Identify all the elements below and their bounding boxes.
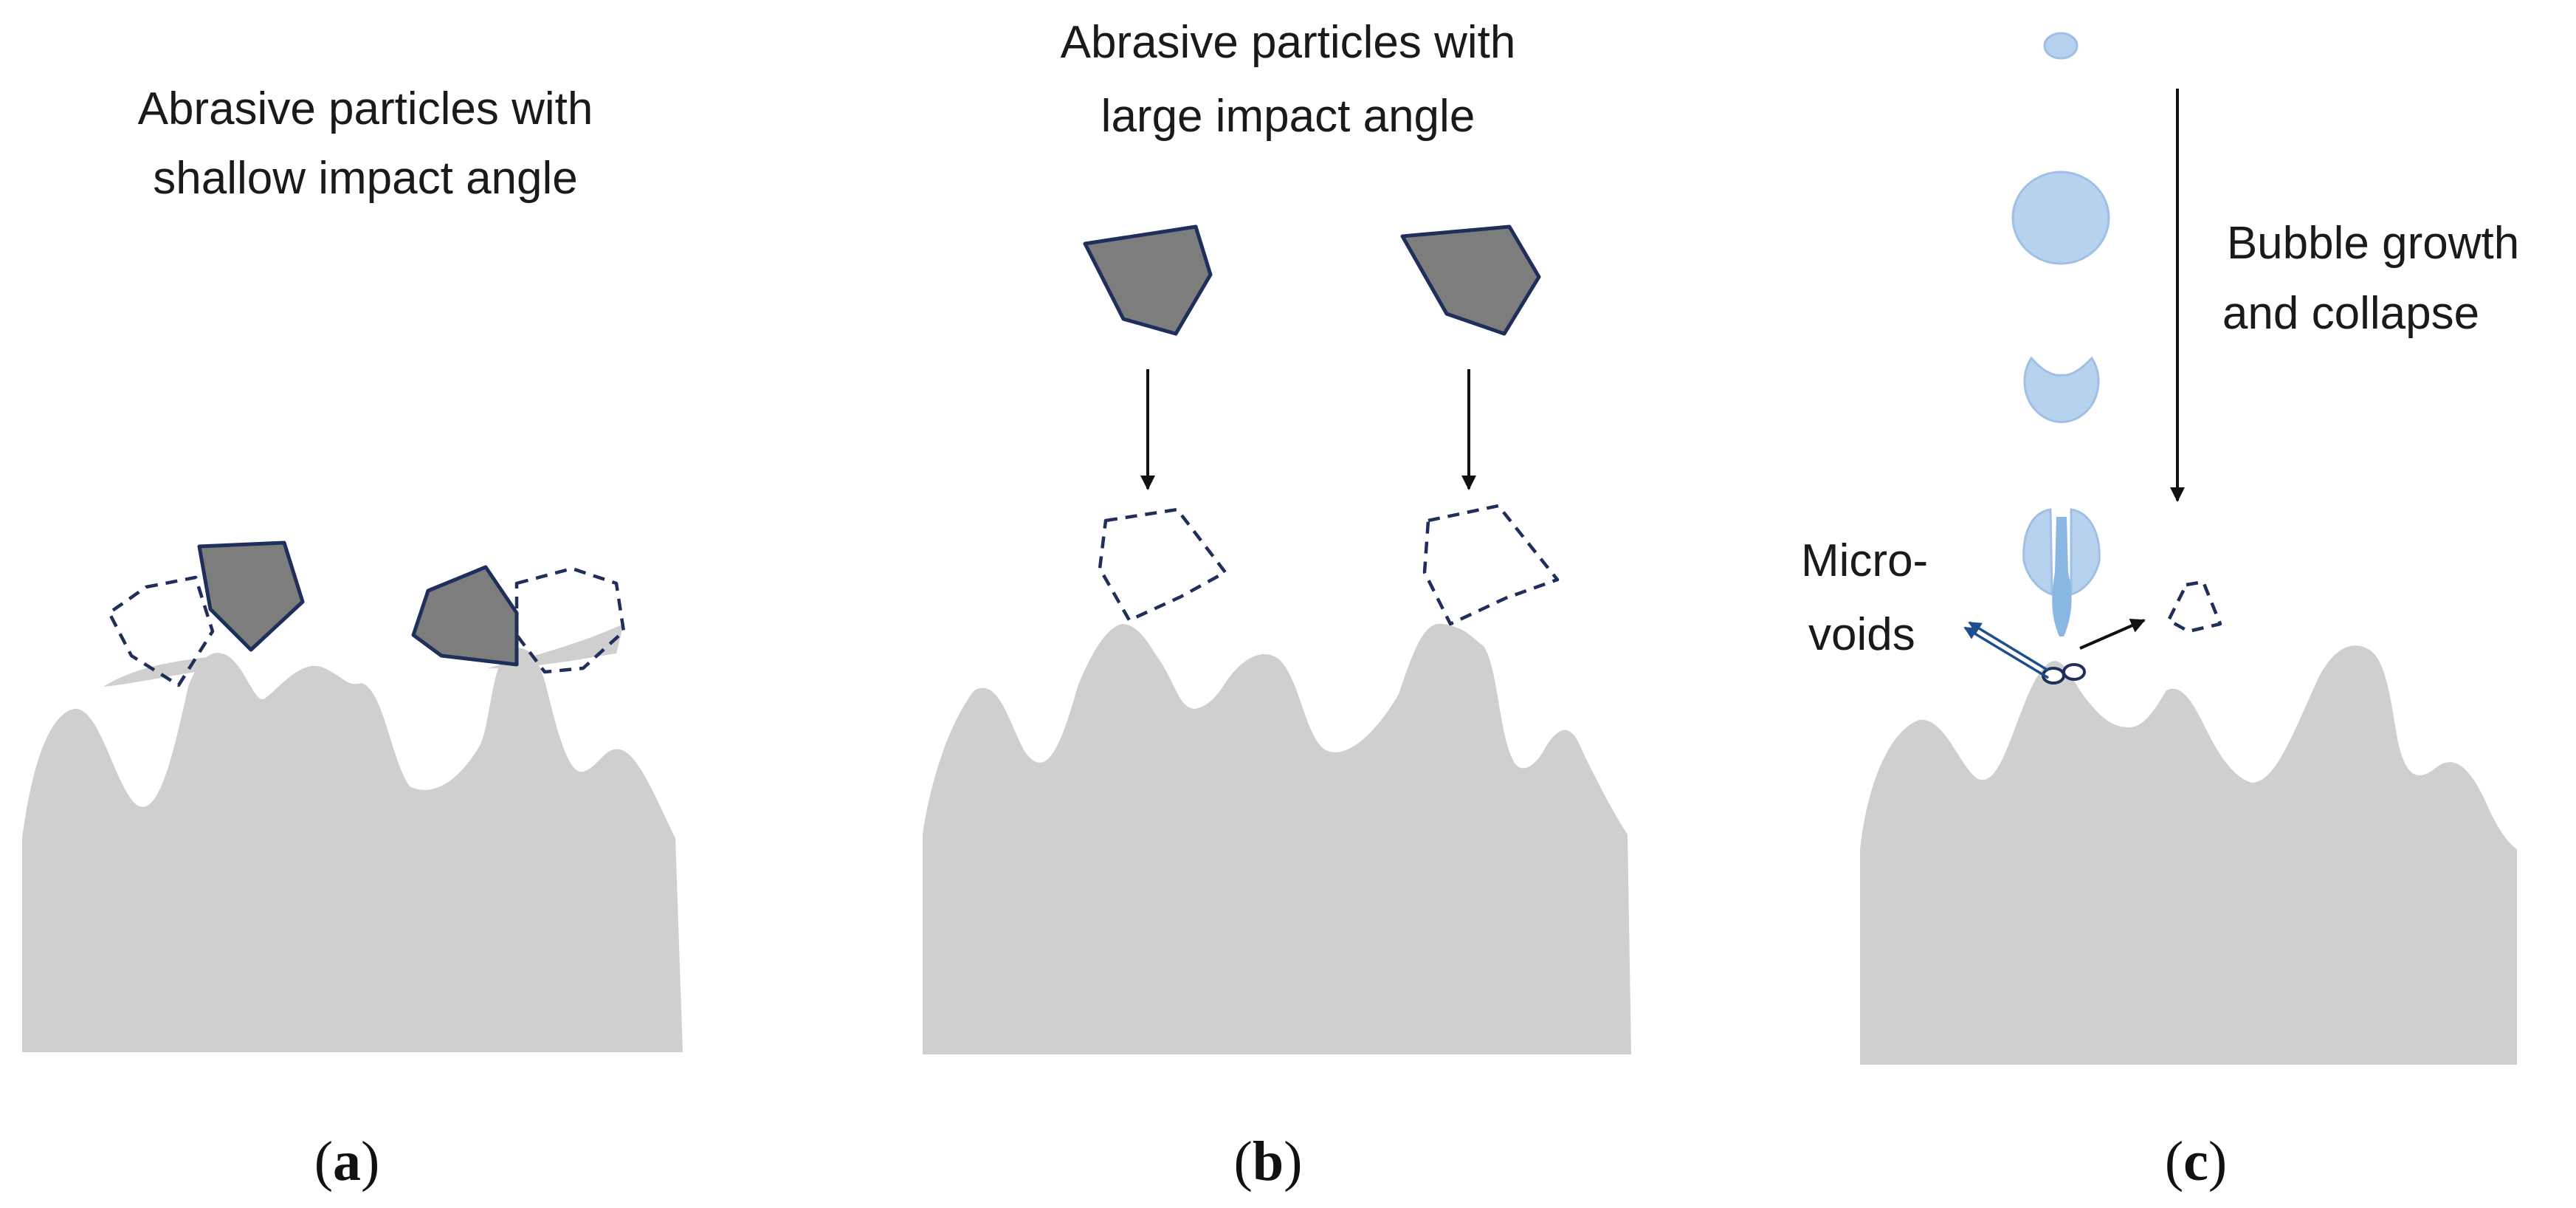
panel-a-rough-surface xyxy=(22,648,683,1052)
panel-c-bubble-small xyxy=(2043,32,2079,60)
panel-c-micro-voids-line-1: Micro- xyxy=(1801,535,1928,586)
panel-c-micro-void-right xyxy=(2062,663,2086,681)
panel-b-dashed-particle-right xyxy=(1422,504,1560,626)
panel-a: Abrasive particles with shallow impact a… xyxy=(22,83,683,1192)
panel-c-bubble-large xyxy=(2011,171,2110,265)
panel-c: Bubble growth and collapse Micro- voids … xyxy=(1801,32,2519,1192)
panel-c-bubble-jet-left xyxy=(2022,508,2053,597)
panel-a-left-ledge xyxy=(103,656,225,687)
panel-b-solid-particle-left xyxy=(1083,224,1213,336)
panel-c-caption: (c) xyxy=(2165,1130,2227,1192)
panel-b-dashed-particle-left xyxy=(1098,507,1227,622)
panel-c-label-line-2: and collapse xyxy=(2222,288,2479,339)
panel-a-solid-particle-left xyxy=(197,540,305,652)
panel-c-rough-surface xyxy=(1860,645,2517,1065)
panel-c-micro-jet xyxy=(2052,517,2072,636)
panel-b-label-line-2: large impact angle xyxy=(1101,91,1475,142)
panel-c-label-line-1: Bubble growth xyxy=(2227,218,2519,269)
panel-b-solid-particle-right xyxy=(1400,224,1541,336)
panel-c-void-arrow-2 xyxy=(1963,626,2049,679)
panel-a-dashed-particle-right xyxy=(514,566,626,674)
panel-c-debris-arrow xyxy=(2079,619,2146,650)
panel-c-ejected-fragment xyxy=(2166,580,2222,634)
panel-c-bubble-jet-right xyxy=(2070,508,2101,597)
panel-a-label-line-2: shallow impact angle xyxy=(153,153,578,204)
panel-c-void-arrow-1 xyxy=(1968,621,2049,672)
panel-a-caption: (a) xyxy=(314,1130,380,1192)
panel-a-dashed-particle-left xyxy=(107,575,215,687)
panel-c-bubble-collapsing xyxy=(2023,356,2100,423)
panel-b-rough-surface xyxy=(923,623,1631,1054)
panel-c-micro-voids-line-2: voids xyxy=(1808,609,1915,660)
panel-b-caption: (b) xyxy=(1234,1130,1303,1192)
panel-b: Abrasive particles with large impact ang… xyxy=(923,17,1631,1192)
panel-a-label-line-1: Abrasive particles with xyxy=(138,83,593,134)
panel-a-solid-particle-right xyxy=(411,565,519,667)
panel-a-right-ledge xyxy=(487,624,624,668)
panel-b-label-line-1: Abrasive particles with xyxy=(1061,17,1516,68)
